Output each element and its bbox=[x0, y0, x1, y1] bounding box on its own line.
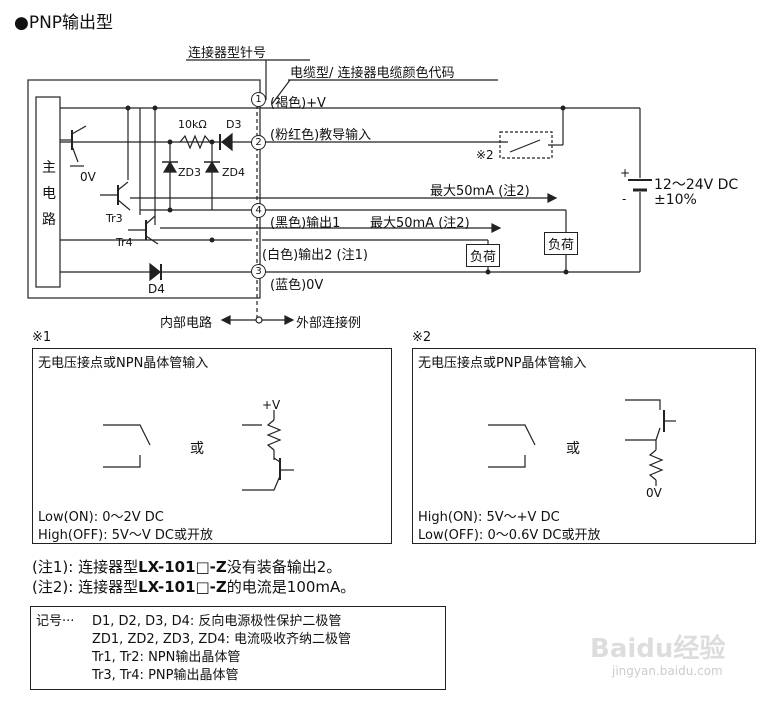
legend-row-3: Tr1, Tr2: NPN输出晶体管 bbox=[92, 650, 241, 665]
wire-blue-label: (蓝色)0V bbox=[270, 278, 324, 293]
pin-4: 4 bbox=[251, 203, 266, 218]
box2-line1: High(ON): 5V～+V DC bbox=[418, 510, 560, 525]
supply-voltage: 12～24V DC bbox=[654, 177, 739, 193]
tr4-label: Tr4 bbox=[116, 236, 133, 249]
wire-brown-label: (褐色)+V bbox=[270, 96, 326, 111]
box1-line1: Low(ON): 0～2V DC bbox=[38, 510, 164, 525]
resistor-label: 10kΩ bbox=[178, 118, 207, 131]
wire-white-label: (白色)输出2 (注1) bbox=[262, 248, 368, 263]
connector-pin-label: 连接器型针号 bbox=[188, 46, 267, 61]
box1-or: 或 bbox=[190, 441, 204, 457]
legend-head: 记号··· bbox=[36, 614, 75, 629]
legend-row-4: Tr3, Tr4: PNP输出晶体管 bbox=[92, 668, 239, 683]
note2-mark: ※2 bbox=[476, 148, 494, 162]
pin-3: 3 bbox=[251, 264, 266, 279]
symbol-legend bbox=[30, 606, 446, 690]
max-50ma-top-label: 最大50mA (注2) bbox=[430, 184, 530, 199]
external-example-label: 外部连接例 bbox=[296, 316, 362, 331]
wire-pink-label: (粉红色)教导输入 bbox=[270, 128, 372, 143]
tr3-label: Tr3 bbox=[106, 212, 123, 225]
box2-or: 或 bbox=[566, 441, 580, 457]
internal-circuit-label: 内部电路 bbox=[160, 316, 213, 331]
internal-0v-label: 0V bbox=[80, 170, 96, 184]
d3-label: D3 bbox=[226, 118, 242, 131]
note-2: (注2): 连接器型LX-101□-Z的电流是100mA。 bbox=[32, 578, 356, 596]
wire-black-label: (黑色)输出1 bbox=[270, 216, 341, 231]
page-title: ●PNP输出型 bbox=[14, 13, 114, 33]
load-2: 负荷 bbox=[466, 244, 501, 267]
main-circuit-label: 主 电 路 bbox=[42, 160, 56, 228]
box1-plus-v: +V bbox=[262, 398, 281, 412]
box1-mark: ※1 bbox=[32, 330, 52, 345]
box1-line2: High(OFF): 5V～V DC或开放 bbox=[38, 528, 213, 543]
pin-1: 1 bbox=[251, 92, 266, 107]
note-1: (注1): 连接器型LX-101□-Z没有装备输出2。 bbox=[32, 558, 342, 576]
box1-title: 无电压接点或NPN晶体管输入 bbox=[38, 356, 209, 371]
minus-sign: - bbox=[622, 192, 627, 206]
zd4-label: ZD4 bbox=[222, 166, 246, 179]
box2-pnp-input bbox=[412, 348, 756, 544]
cable-color-label: 电缆型/ 连接器电缆颜色代码 bbox=[290, 66, 455, 81]
box2-mark: ※2 bbox=[412, 330, 432, 345]
max-50ma-mid-label: 最大50mA (注2) bbox=[370, 216, 470, 231]
load-1: 负荷 bbox=[544, 232, 579, 255]
box2-zero-v: 0V bbox=[646, 486, 662, 500]
legend-row-2: ZD1, ZD2, ZD3, ZD4: 电流吸收齐纳二极管 bbox=[92, 632, 352, 647]
plus-sign: + bbox=[620, 166, 631, 180]
supply-tolerance: ±10% bbox=[654, 192, 697, 208]
watermark-brand: Baidu经验 bbox=[590, 634, 726, 664]
legend-row-1: D1, D2, D3, D4: 反向电源极性保护二极管 bbox=[92, 614, 342, 629]
d4-label: D4 bbox=[148, 282, 165, 296]
box1-npn-input bbox=[32, 348, 392, 544]
box2-line2: Low(OFF): 0～0.6V DC或开放 bbox=[418, 528, 601, 543]
zd3-label: ZD3 bbox=[178, 166, 202, 179]
pin-2: 2 bbox=[251, 135, 266, 150]
box2-title: 无电压接点或PNP晶体管输入 bbox=[418, 356, 587, 371]
watermark-url: jingyan.baidu.com bbox=[612, 664, 723, 678]
